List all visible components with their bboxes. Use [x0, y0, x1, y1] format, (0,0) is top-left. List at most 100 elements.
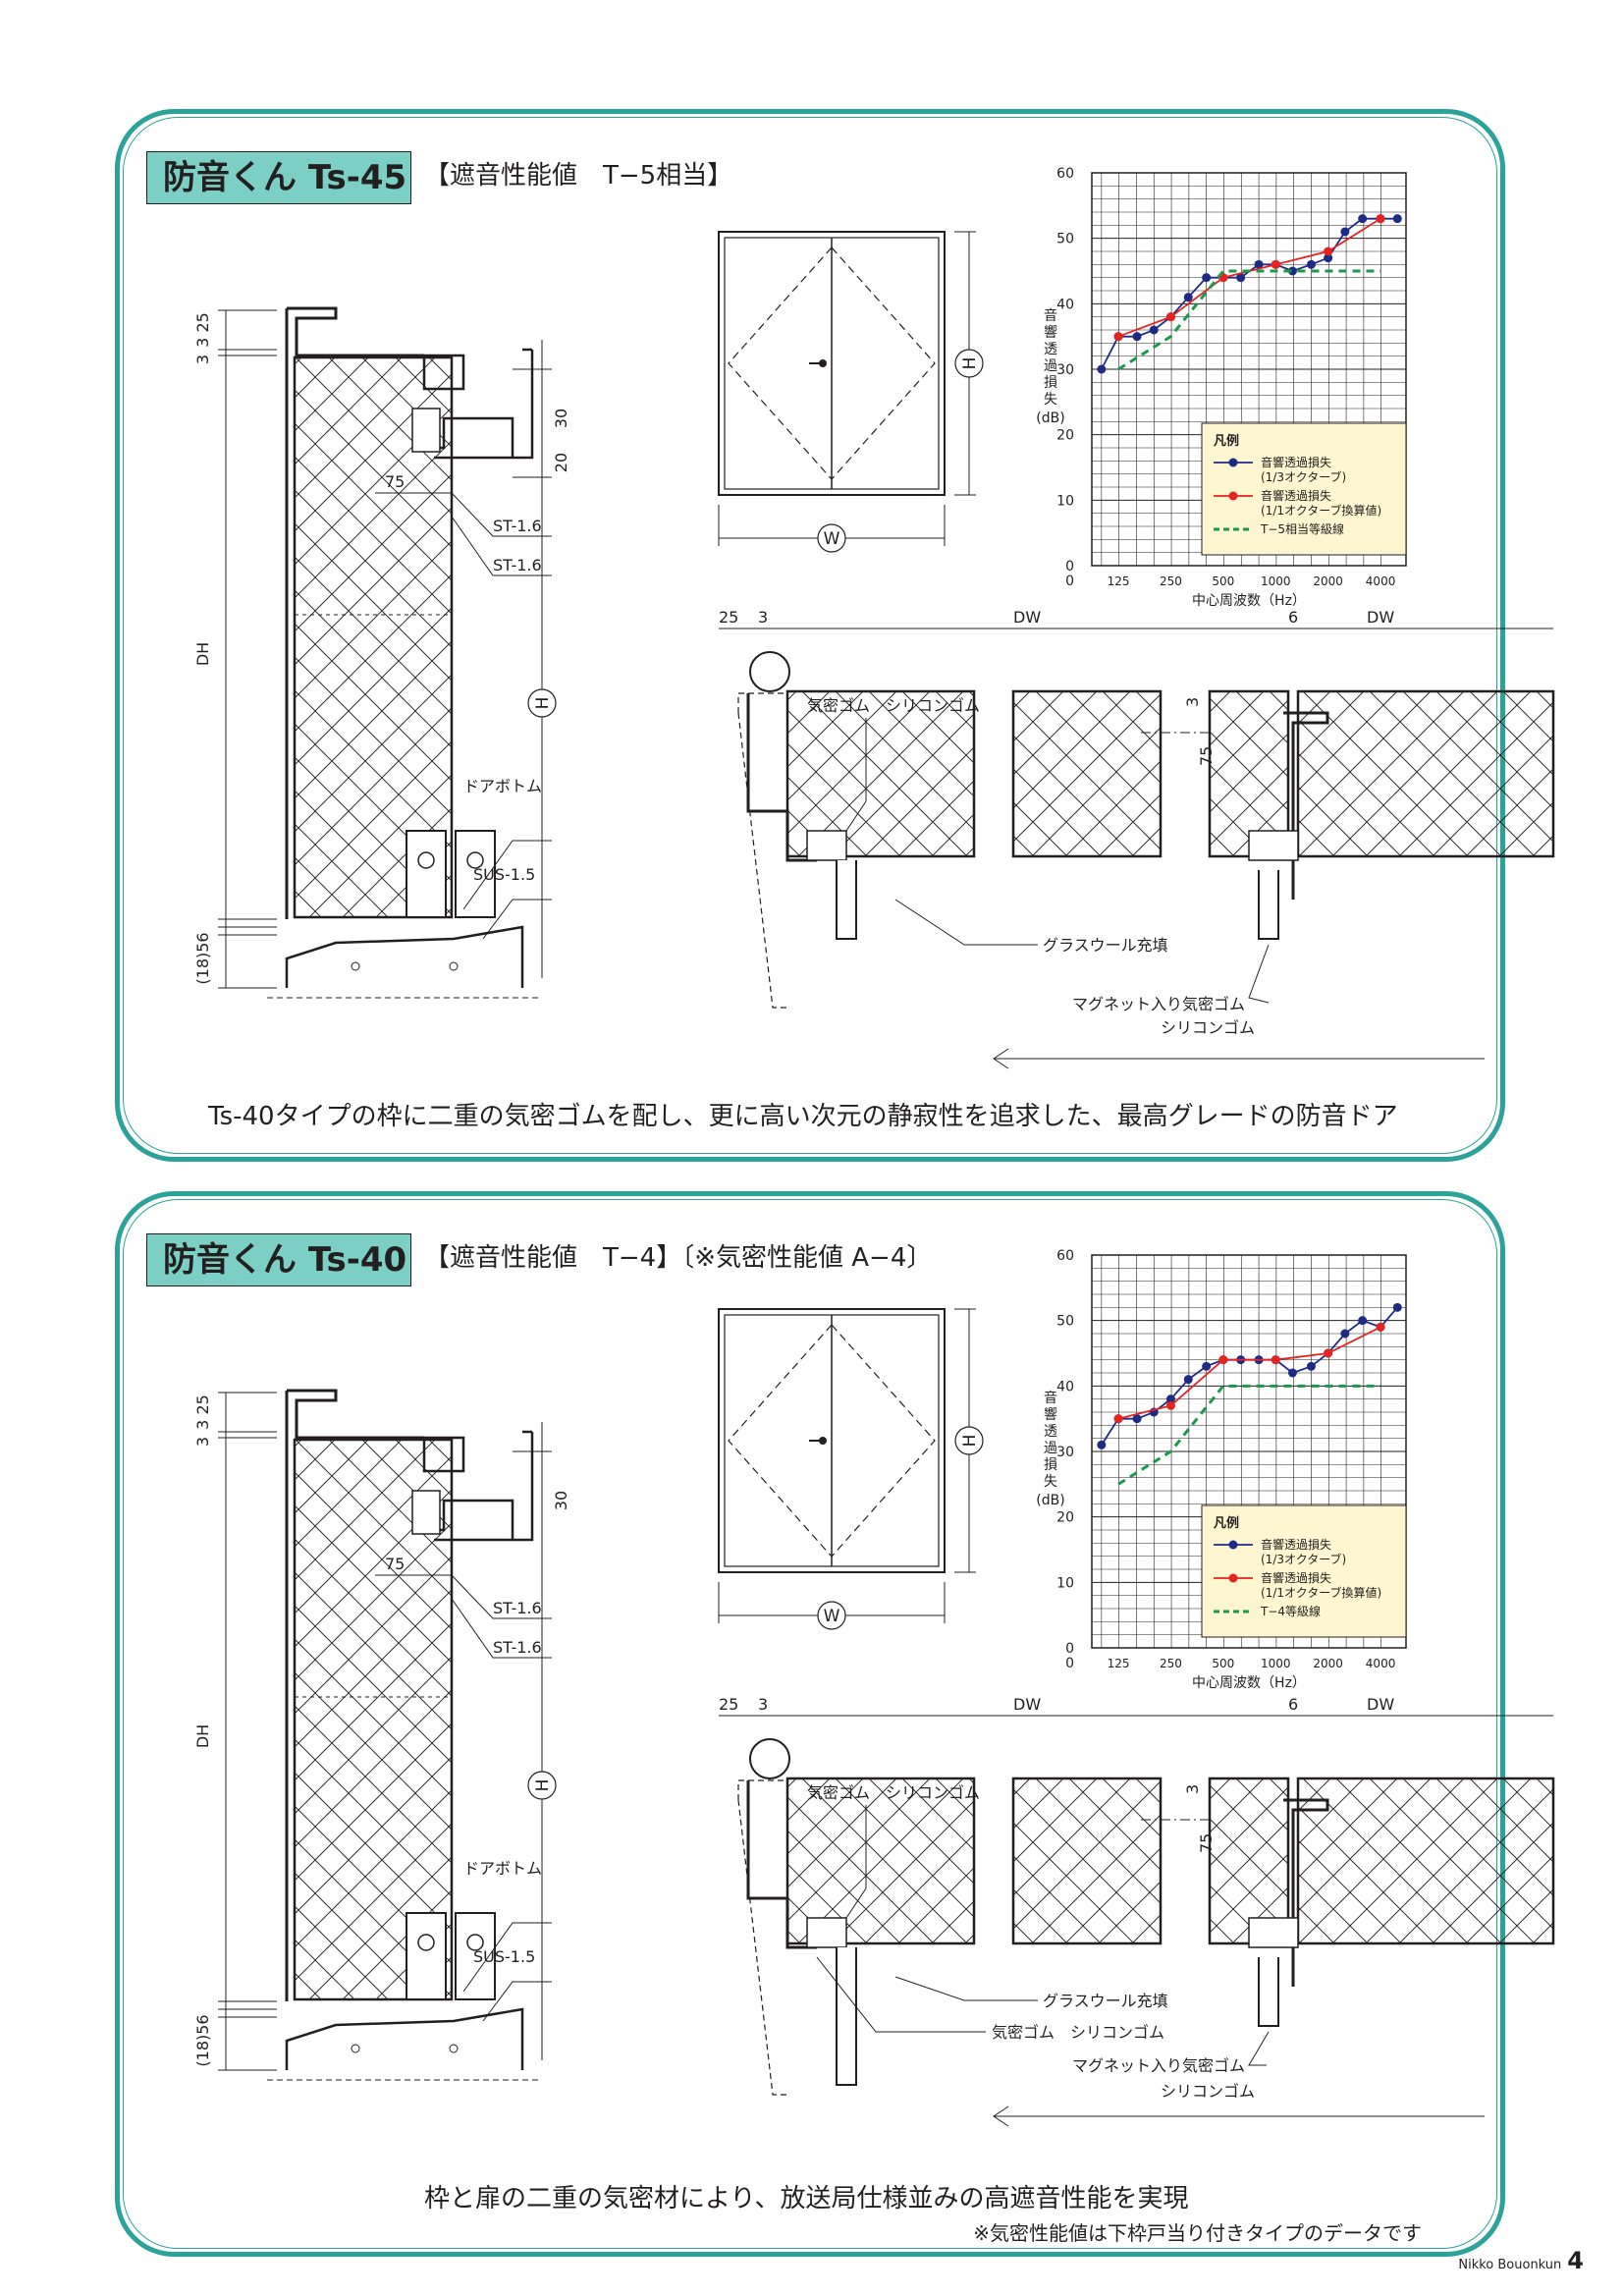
product-tagline: Ts-40タイプの枠に二重の気密ゴムを配し、更に高い次元の静寂性を追求した、最高…	[208, 1102, 1398, 1131]
plan-dim-6: 6	[1288, 608, 1298, 627]
plan-leader-glasswool: グラスウール充填	[1043, 1992, 1168, 2010]
legend-label-sub: (1/3オクターブ)	[1261, 1552, 1346, 1566]
vertical-section-drawing: 3 25 3 DH (18)56 30 H 75 ST-1.6 ST-1.6 ド…	[193, 1389, 570, 2081]
data-point	[1271, 1355, 1280, 1365]
legend-label-sub: (1/1オクターブ換算値)	[1261, 1585, 1381, 1600]
dim-three: 3	[193, 1437, 212, 1447]
plan-dim-3b: 3	[1183, 697, 1202, 707]
y-axis-unit: (dB)	[1036, 410, 1064, 426]
width-symbol: W	[824, 529, 840, 549]
y-tick-label: 60	[1056, 1248, 1074, 1264]
data-point	[1113, 1414, 1123, 1424]
dim-top: 3 25	[193, 1394, 212, 1430]
data-point	[1165, 312, 1175, 322]
plan-leader-airtight: 気密ゴム シリコンゴム	[807, 696, 980, 715]
product-title: 防音くん Ts-40	[146, 1233, 411, 1286]
data-point	[1340, 227, 1350, 237]
section-height-symbol: H	[533, 1779, 553, 1792]
dim-dh: DH	[193, 1724, 212, 1748]
legend-label-sub: (1/3オクターブ)	[1261, 469, 1346, 484]
plan-leader-magnet: マグネット入り気密ゴム	[1072, 2056, 1245, 2075]
plan-leader-silicone: シリコンゴム	[1161, 2082, 1255, 2101]
data-point	[1097, 364, 1107, 374]
y-tick-label: 30	[1056, 362, 1074, 378]
section-height-symbol: H	[533, 697, 553, 710]
plan-leader-silicone: シリコンゴム	[1161, 1018, 1255, 1037]
product-subtitle: 【遮音性能値 T−4】〔※気密性能値 A−4〕	[424, 1243, 933, 1273]
leader-st16-b: ST-1.6	[493, 1638, 542, 1657]
y-tick-label: 20	[1056, 428, 1074, 444]
x-axis-label: 中心周波数（Hz）	[1192, 1675, 1306, 1691]
data-point	[1324, 246, 1333, 256]
data-point	[1287, 266, 1297, 276]
data-point	[1324, 1348, 1333, 1358]
airtight-footnote: ※気密性能値は下枠戸当り付きタイプのデータです	[973, 2221, 1422, 2245]
y-tick-label: 50	[1056, 1314, 1074, 1330]
page-number: 4	[1567, 2247, 1584, 2274]
y-tick-label: 0	[1065, 1641, 1074, 1657]
data-point	[1183, 1375, 1193, 1385]
x-tick-label: 500	[1212, 574, 1234, 588]
leader-st16-b: ST-1.6	[493, 556, 542, 574]
legend-label: 音響透過損失	[1261, 455, 1331, 469]
y-tick-label: 10	[1056, 493, 1074, 509]
panel-inner-border	[123, 1199, 1497, 2249]
dim-top: 3 25	[193, 312, 212, 348]
data-point	[1149, 325, 1159, 335]
legend-label-sub: (1/1オクターブ換算値)	[1261, 503, 1381, 518]
y-axis-label-char: 過	[1044, 1441, 1057, 1456]
y-axis-label-char: 透	[1044, 342, 1057, 357]
plan-dim-dw-right: DW	[1367, 1695, 1394, 1714]
plan-dim-75: 75	[1197, 1833, 1216, 1853]
product-tagline: 枠と扉の二重の気密材により、放送局仕様並みの高遮音性能を実現	[424, 2184, 1189, 2214]
dim-30: 30	[552, 1491, 570, 1510]
y-tick-label: 60	[1056, 166, 1074, 182]
plan-leader-airtight-2: 気密ゴム シリコンゴム	[992, 2023, 1164, 2042]
data-point	[1306, 259, 1316, 269]
legend-label: T−4等級線	[1260, 1604, 1321, 1618]
legend-marker	[1228, 458, 1238, 467]
y-axis-label-char: 失	[1044, 392, 1057, 408]
dim-bottom: (18)56	[193, 932, 212, 984]
plan-dim-dw-right: DW	[1367, 608, 1394, 627]
data-point	[1340, 1329, 1350, 1339]
legend-title: 凡例	[1214, 433, 1239, 449]
legend-box	[1201, 422, 1407, 556]
plan-section-drawing: 25 3 DW 6 DW 3 75 気密ゴム シリコンゴム グラスウール充填 マ…	[719, 608, 1555, 1069]
plan-section-drawing: 25 3 DW 6 DW 3 75 気密ゴム シリコンゴム グラスウール充填 気…	[719, 1695, 1555, 2127]
x-tick-label: 1000	[1261, 574, 1291, 588]
x-tick-label: 2000	[1313, 574, 1343, 588]
legend-marker	[1228, 491, 1238, 501]
data-point	[1376, 1322, 1385, 1332]
y-axis-label-char: 損	[1044, 375, 1057, 391]
x-tick-label: 4000	[1366, 1657, 1396, 1670]
y-tick-label: 50	[1056, 232, 1074, 247]
product-panel-ts40: 防音くん Ts-40 【遮音性能値 T−4】〔※気密性能値 A−4〕 H W	[115, 1191, 1555, 2257]
panel-inner-border	[123, 117, 1497, 1154]
y-axis-label-char: 響	[1044, 1406, 1057, 1423]
y-axis-label-char: 失	[1044, 1474, 1057, 1490]
height-symbol: H	[960, 1435, 980, 1448]
x-tick-label: 250	[1160, 1657, 1182, 1670]
leader-75: 75	[385, 1555, 405, 1573]
series-line	[1117, 1384, 1381, 1486]
leader-sus15: SUS-1.5	[473, 1947, 535, 1966]
dim-20: 20	[552, 453, 570, 472]
data-point	[1183, 293, 1193, 302]
y-tick-label: 0	[1065, 559, 1074, 574]
dim-three: 3	[193, 355, 212, 364]
x-tick-label: 250	[1160, 574, 1182, 588]
data-point	[1113, 332, 1123, 342]
data-point	[1165, 1400, 1175, 1410]
data-point	[1306, 1361, 1316, 1371]
x-tick-label: 2000	[1313, 1657, 1343, 1670]
plan-dim-3: 3	[758, 1695, 768, 1714]
data-point	[1358, 214, 1368, 224]
y-axis-label-char: 透	[1044, 1424, 1057, 1440]
legend-box	[1201, 1504, 1407, 1638]
width-symbol: W	[824, 1607, 840, 1626]
plan-dim-3b: 3	[1183, 1784, 1202, 1794]
